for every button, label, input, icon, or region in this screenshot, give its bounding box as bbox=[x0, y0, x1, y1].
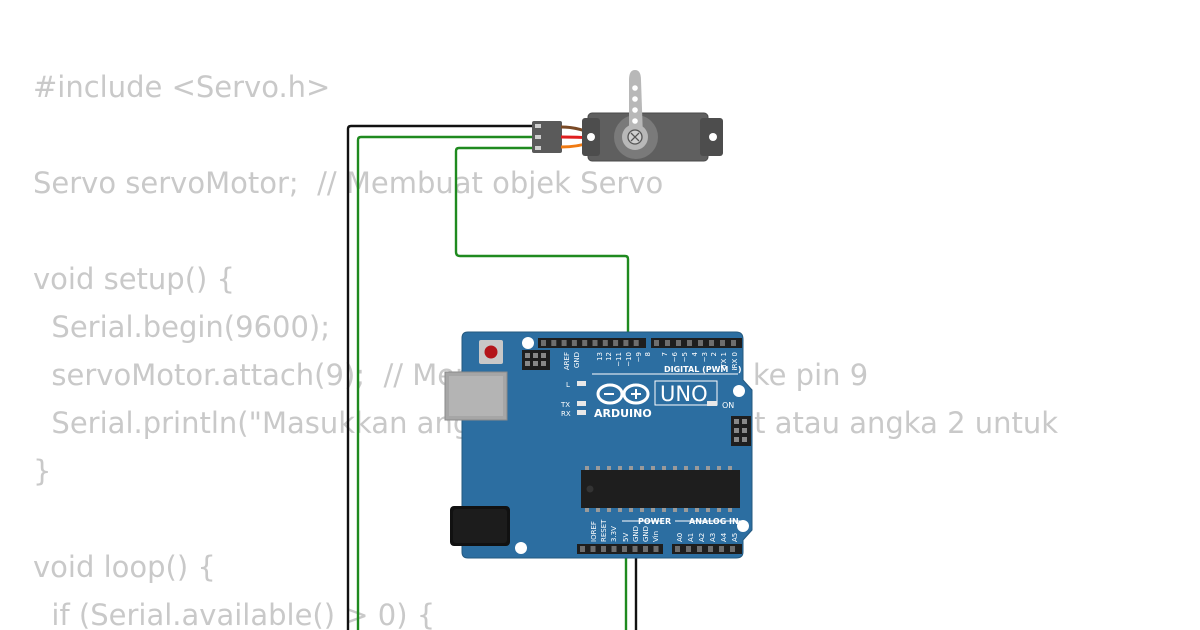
top-pin-label: ~10 bbox=[625, 352, 633, 367]
on-led-label: ON bbox=[722, 401, 734, 410]
top-pin-label: ~9 bbox=[635, 352, 643, 362]
power-pin-label: 3.3V bbox=[610, 526, 618, 542]
top-pin-label: ~3 bbox=[701, 352, 709, 362]
top-pin-label: 13 bbox=[596, 352, 604, 361]
power-pin-label: GND bbox=[642, 526, 650, 542]
top-pin-label: ~11 bbox=[615, 352, 623, 367]
analog-pin-label: A3 bbox=[709, 533, 717, 542]
wires bbox=[346, 124, 638, 630]
power-pin-label: RESET bbox=[600, 519, 608, 542]
top-pin-label: 12 bbox=[605, 352, 613, 361]
digital-header-label: DIGITAL (PWM ~) bbox=[664, 365, 742, 374]
code-line: } bbox=[33, 454, 52, 488]
l-led bbox=[577, 381, 586, 386]
code-line: Servo servoMotor; // Membuat objek Servo bbox=[33, 166, 664, 200]
l-led-label: L bbox=[566, 381, 570, 389]
icsp-header-left bbox=[522, 350, 550, 370]
tx-led bbox=[577, 401, 586, 406]
power-header[interactable] bbox=[577, 544, 663, 554]
model-badge bbox=[654, 380, 718, 406]
icsp-header-right bbox=[731, 416, 751, 446]
code-line: if (Serial.available() > 0) { bbox=[33, 598, 436, 630]
top-pin-label: RX 0 bbox=[731, 352, 739, 368]
code-line: Serial.begin(9600); bbox=[33, 310, 331, 344]
power-wire[interactable] bbox=[356, 135, 540, 630]
rx-led-label: RX bbox=[561, 410, 571, 418]
servo-motor[interactable] bbox=[532, 70, 723, 162]
analog-pin-label: A0 bbox=[676, 533, 684, 542]
mounting-hole bbox=[515, 542, 527, 554]
analog-header[interactable] bbox=[672, 544, 742, 554]
power-header-label: POWER bbox=[638, 517, 671, 526]
mounting-hole bbox=[737, 520, 749, 532]
top-pin-label: GND bbox=[573, 352, 581, 368]
digital-header[interactable] bbox=[538, 338, 742, 348]
analog-pin-label: A2 bbox=[698, 533, 706, 542]
mounting-hole bbox=[733, 385, 745, 397]
code-line: #include <Servo.h> bbox=[33, 70, 331, 104]
top-pin-label: 7 bbox=[661, 352, 669, 356]
analog-header-label: ANALOG IN bbox=[689, 517, 739, 526]
atmega-chip bbox=[581, 470, 740, 508]
brand-label: ARDUINO bbox=[594, 407, 652, 420]
top-pin-label: AREF bbox=[563, 352, 571, 370]
top-pin-label: 2 bbox=[710, 352, 718, 356]
power-pin-label: IOREF bbox=[590, 521, 598, 542]
model-label: UNO bbox=[660, 382, 708, 406]
top-pin-label: 4 bbox=[691, 351, 699, 356]
code-line: void setup() { bbox=[33, 262, 235, 296]
top-pin-label: 8 bbox=[644, 352, 652, 356]
analog-pin-label: A4 bbox=[720, 532, 728, 542]
mounting-hole bbox=[522, 337, 534, 349]
power-pin-label: 5V bbox=[622, 533, 630, 542]
arduino-infinity-logo-icon bbox=[596, 383, 650, 405]
rx-led bbox=[577, 410, 586, 415]
signal-wire[interactable] bbox=[454, 146, 630, 343]
servo-connector bbox=[532, 121, 562, 153]
power-pin-label: GND bbox=[632, 526, 640, 542]
on-led bbox=[707, 401, 717, 406]
tx-led-label: TX bbox=[560, 401, 570, 409]
top-pin-label: ~5 bbox=[681, 352, 689, 362]
top-pin-label: TX 1 bbox=[720, 352, 728, 369]
power-pin-label: Vin bbox=[652, 531, 660, 542]
ground-wire[interactable] bbox=[346, 124, 540, 630]
code-line: void loop() { bbox=[33, 550, 216, 584]
analog-pin-label: A1 bbox=[687, 533, 695, 542]
analog-pin-label: A5 bbox=[731, 533, 739, 542]
top-pin-label: ~6 bbox=[671, 351, 679, 362]
